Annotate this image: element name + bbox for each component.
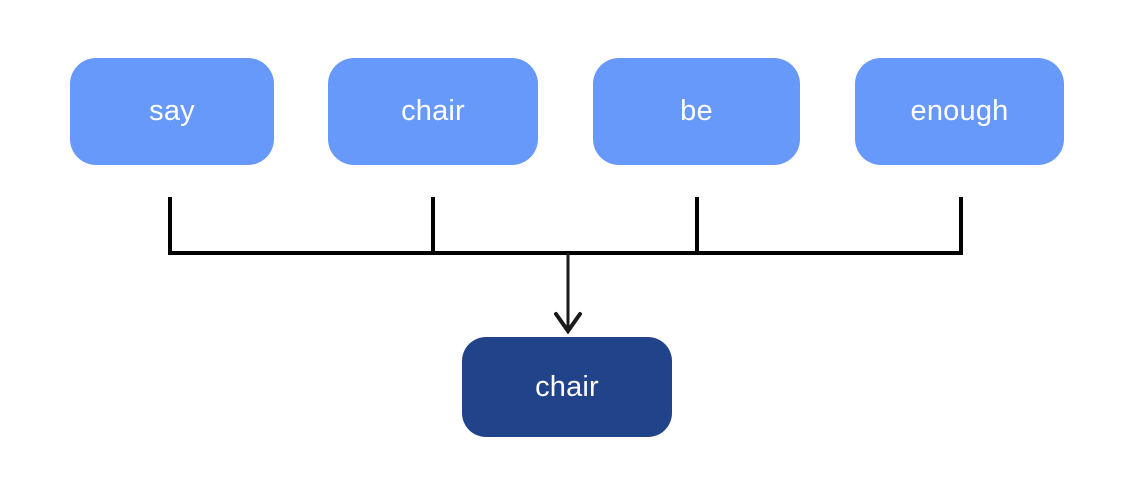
source-node-chair[interactable]: chair bbox=[328, 58, 538, 165]
source-node-be[interactable]: be bbox=[593, 58, 800, 165]
target-node-label: chair bbox=[535, 370, 599, 403]
connector-arrow-head-icon bbox=[554, 312, 582, 335]
source-node-label: enough bbox=[910, 95, 1009, 127]
source-node-label: be bbox=[680, 95, 713, 127]
source-node-label: chair bbox=[401, 95, 465, 127]
source-node-say[interactable]: say bbox=[70, 58, 274, 165]
target-node-chair[interactable]: chair bbox=[462, 337, 672, 437]
source-node-label: say bbox=[149, 95, 195, 127]
source-node-enough[interactable]: enough bbox=[855, 58, 1064, 165]
